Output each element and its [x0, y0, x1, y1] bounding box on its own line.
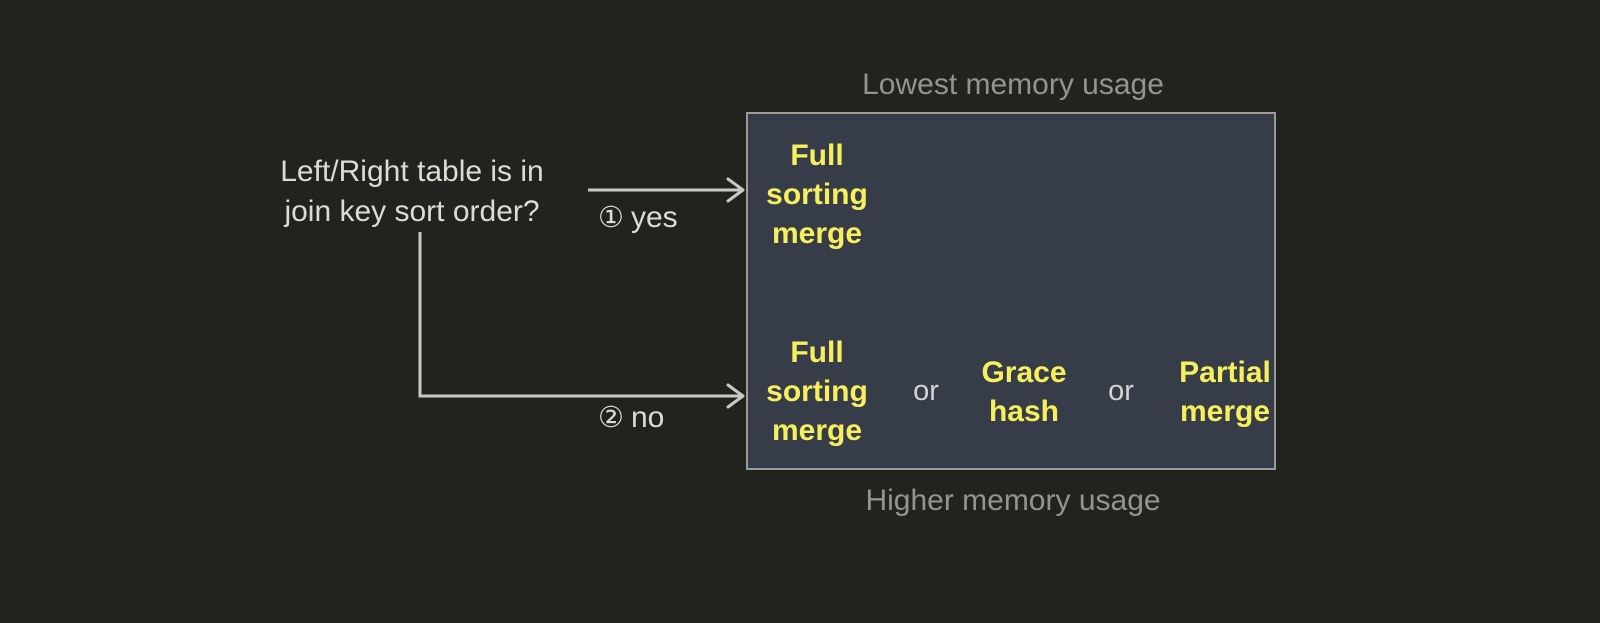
- memory-caption-higher: Higher memory usage: [865, 484, 1161, 517]
- outcome-term-line: Grace: [981, 355, 1067, 389]
- connector-line-no: [418, 232, 740, 398]
- decision-question-line-2: join key sort order?: [284, 194, 540, 228]
- outcome-group-alternatives: Full sorting merge or Grace hash or Part…: [757, 333, 1281, 450]
- memory-caption-lowest: Lowest memory usage: [862, 68, 1164, 101]
- outcome-term-line: merge: [771, 217, 863, 250]
- outcome-separator-1: or: [913, 375, 939, 407]
- outcome-full-sorting-merge-primary: Full sorting merge: [757, 136, 877, 253]
- branch-marker-yes: ①: [598, 200, 624, 234]
- outcome-term-line: hash: [988, 394, 1060, 428]
- outcome-term-line: merge: [771, 414, 863, 447]
- outcome-box: [746, 112, 1276, 470]
- outcome-term-line: Full: [790, 139, 844, 172]
- branch-marker-no: ②: [598, 400, 624, 434]
- outcome-group-primary: Full sorting merge: [757, 136, 877, 253]
- decision-question-line-1: Left/Right table is in: [280, 155, 544, 188]
- outcome-partial-merge: Partial merge: [1169, 353, 1281, 431]
- outcome-full-sorting-merge-alt: Full sorting merge: [757, 333, 877, 450]
- branch-word-yes: yes: [631, 201, 678, 234]
- arrowhead-no: [726, 383, 745, 409]
- outcome-term-line: Full: [790, 336, 844, 369]
- arrowhead-yes: [726, 177, 745, 203]
- outcome-grace-hash: Grace hash: [975, 353, 1073, 431]
- outcome-term-line: sorting: [766, 178, 868, 211]
- decision-question: Left/Right table is in join key sort ord…: [232, 152, 592, 232]
- branch-word-no: no: [631, 401, 665, 434]
- outcome-term-line: Partial: [1179, 355, 1271, 389]
- outcome-term-line: merge: [1179, 394, 1271, 428]
- outcome-separator-2: or: [1108, 375, 1134, 407]
- outcome-term-line: sorting: [766, 375, 868, 408]
